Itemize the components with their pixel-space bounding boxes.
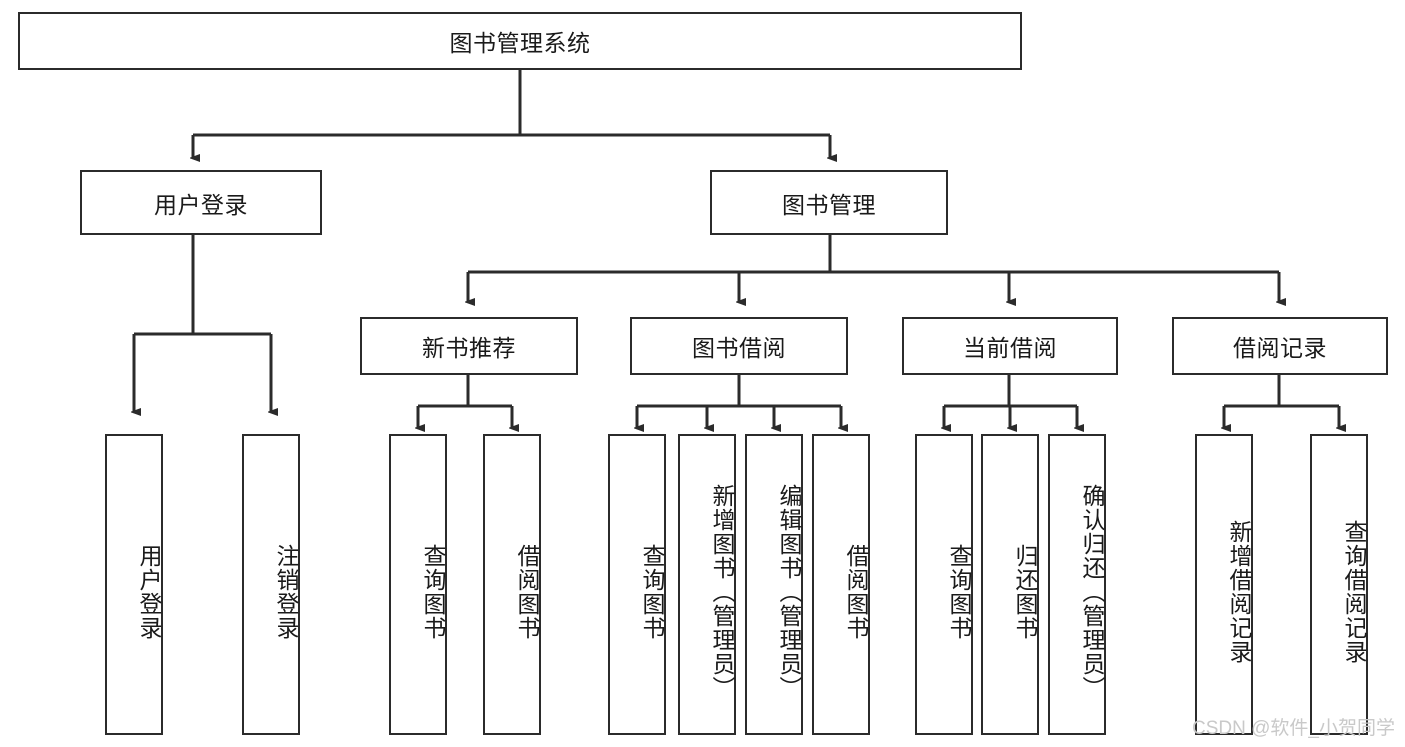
leaf-book-borrow-borrow[interactable]: 借阅图书 [812, 434, 870, 735]
node-new-book-recommend[interactable]: 新书推荐 [360, 317, 578, 375]
leaf-borrow-record-add[interactable]: 新增借阅记录 [1195, 434, 1253, 735]
leaf-label: 借阅图书 [514, 543, 540, 640]
leaf-label: 用户登录 [136, 543, 162, 640]
leaf-label: 查询借阅记录 [1341, 519, 1367, 664]
node-book-borrow[interactable]: 图书借阅 [630, 317, 848, 375]
node-current-borrow-label: 当前借阅 [963, 335, 1057, 361]
node-book-management-label: 图书管理 [782, 191, 876, 218]
leaf-borrow-record-query[interactable]: 查询借阅记录 [1310, 434, 1368, 735]
leaf-current-borrow-confirm[interactable]: 确认归还（管理员） [1048, 434, 1106, 735]
leaf-user-login-logout[interactable]: 注销登录 [242, 434, 300, 735]
leaf-current-borrow-return[interactable]: 归还图书 [981, 434, 1039, 735]
leaf-book-borrow-add[interactable]: 新增图书（管理员） [678, 434, 736, 735]
leaf-label: 新增借阅记录 [1226, 519, 1252, 664]
leaf-label: 查询图书 [639, 543, 665, 640]
leaf-book-borrow-edit[interactable]: 编辑图书（管理员） [745, 434, 803, 735]
node-current-borrow[interactable]: 当前借阅 [902, 317, 1118, 375]
leaf-label: 新增图书（管理员） [709, 483, 735, 700]
node-book-management[interactable]: 图书管理 [710, 170, 948, 235]
leaf-label: 查询图书 [420, 543, 446, 640]
leaf-label: 编辑图书（管理员） [776, 483, 802, 700]
leaf-label: 借阅图书 [843, 543, 869, 640]
leaf-book-borrow-query[interactable]: 查询图书 [608, 434, 666, 735]
leaf-user-login-login[interactable]: 用户登录 [105, 434, 163, 735]
node-borrow-record-label: 借阅记录 [1233, 335, 1327, 361]
leaf-label: 查询图书 [946, 543, 972, 640]
leaf-label: 确认归还（管理员） [1079, 483, 1105, 700]
leaf-label: 归还图书 [1012, 543, 1038, 640]
node-root[interactable]: 图书管理系统 [18, 12, 1022, 70]
node-user-login-label: 用户登录 [154, 191, 248, 218]
node-root-label: 图书管理系统 [449, 30, 591, 56]
node-borrow-record[interactable]: 借阅记录 [1172, 317, 1388, 375]
leaf-label: 注销登录 [273, 543, 299, 640]
node-book-borrow-label: 图书借阅 [692, 335, 786, 361]
leaf-current-borrow-query[interactable]: 查询图书 [915, 434, 973, 735]
node-user-login[interactable]: 用户登录 [80, 170, 322, 235]
node-new-book-recommend-label: 新书推荐 [422, 335, 516, 361]
leaf-new-book-borrow[interactable]: 借阅图书 [483, 434, 541, 735]
leaf-new-book-query[interactable]: 查询图书 [389, 434, 447, 735]
